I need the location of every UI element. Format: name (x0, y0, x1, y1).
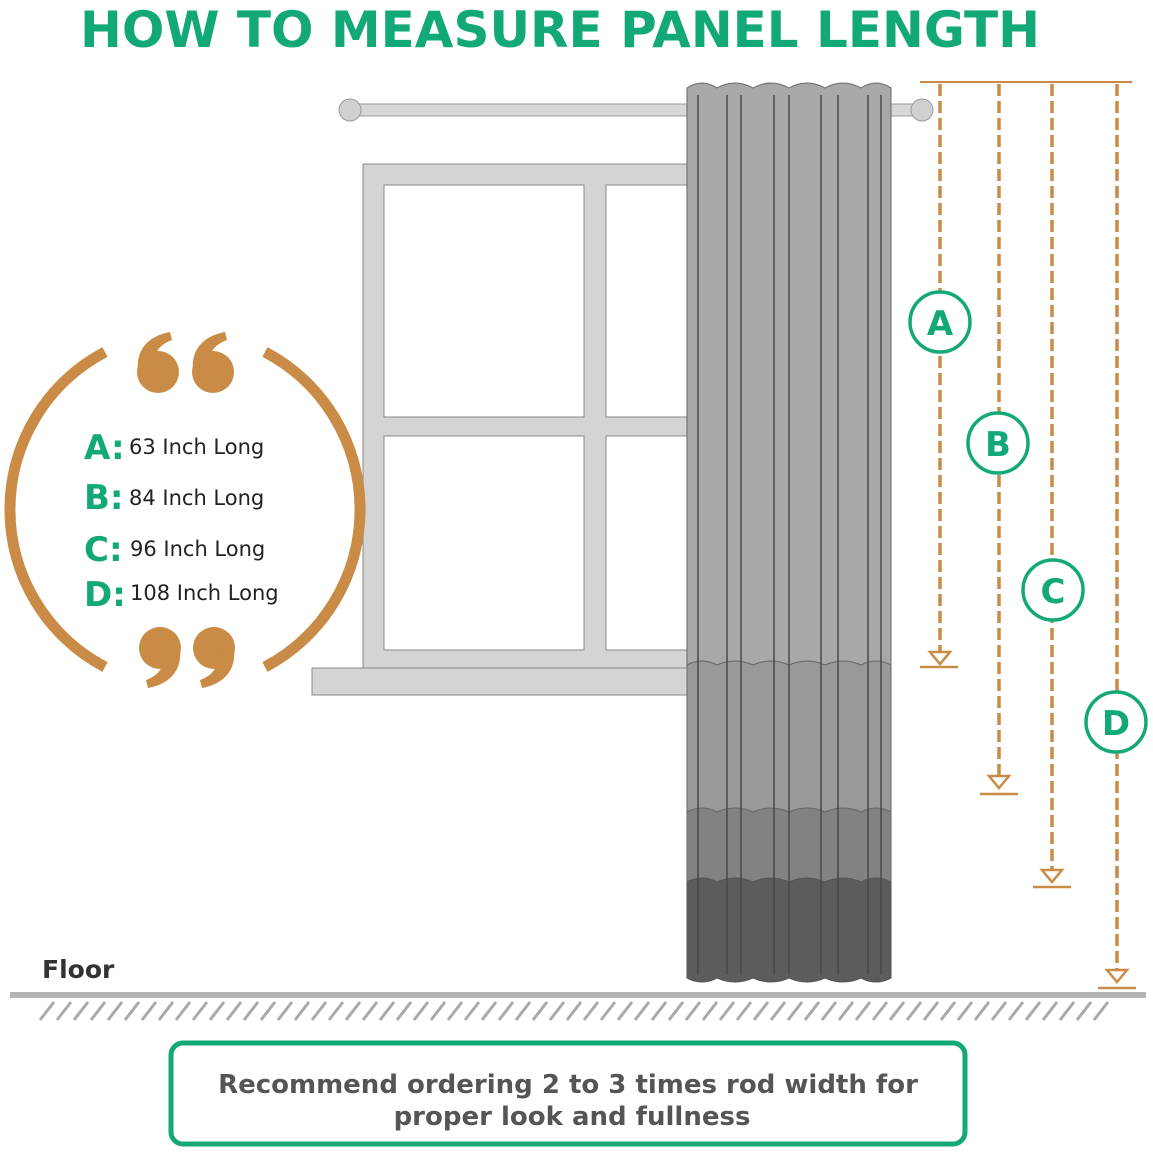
floor-hatch-mark (497, 1001, 515, 1021)
legend-key-a: A: (84, 428, 125, 468)
floor-hatch-mark (922, 1001, 940, 1021)
floor-hatch-mark (718, 1001, 736, 1021)
floor-hatch-mark (837, 1001, 855, 1021)
floor-hatch-mark (939, 1001, 957, 1021)
floor-hatch-mark (429, 1001, 447, 1021)
floor-hatch-mark (599, 1001, 617, 1021)
floor-hatch-mark (344, 1001, 362, 1021)
floor-hatch-mark (582, 1001, 600, 1021)
legend: A: 63 Inch Long B: 84 Inch Long C: 96 In… (4, 332, 366, 688)
floor-hatch-mark (72, 1001, 90, 1021)
legend-text-a: 63 Inch Long (129, 435, 264, 459)
floor-hatch-mark (905, 1001, 923, 1021)
floor-hatch-mark (446, 1001, 464, 1021)
floor-hatch-mark (1007, 1001, 1025, 1021)
floor-hatch-mark (565, 1001, 583, 1021)
legend-key-d: D: (84, 575, 126, 615)
legend-text-b: 84 Inch Long (129, 486, 264, 510)
note-line-1: Recommend ordering 2 to 3 times rod widt… (218, 1070, 918, 1100)
floor-label: Floor (42, 955, 115, 984)
floor-hatch-mark (157, 1001, 175, 1021)
measure-c: C (1021, 84, 1085, 889)
floor-hatch-mark (667, 1001, 685, 1021)
floor-hatch-mark (191, 1001, 209, 1021)
marker-a: A (927, 304, 954, 344)
floor-hatch-mark (548, 1001, 566, 1021)
floor-hatch-mark (650, 1001, 668, 1021)
legend-key-b: B: (84, 478, 124, 518)
floor-hatch-mark (140, 1001, 158, 1021)
floor-hatch-mark (38, 1001, 56, 1021)
floor-hatch-mark (531, 1001, 549, 1021)
window (311, 163, 697, 696)
marker-b: B (985, 425, 1011, 465)
floor-hatch-mark (276, 1001, 294, 1021)
floor-hatch-mark (973, 1001, 991, 1021)
floor-hatch-mark (327, 1001, 345, 1021)
legend-key-c: C: (84, 530, 123, 570)
floor-hatch-mark (174, 1001, 192, 1021)
floor-hatch-mark (378, 1001, 396, 1021)
recommendation-note: Recommend ordering 2 to 3 times rod widt… (168, 1040, 968, 1147)
floor-hatch-mark (956, 1001, 974, 1021)
floor-hatch-mark (242, 1001, 260, 1021)
close-quote-icon (139, 627, 235, 688)
floor-hatch-mark (820, 1001, 838, 1021)
floor-hatch-mark (463, 1001, 481, 1021)
floor-hatch-mark (1024, 1001, 1042, 1021)
floor-hatch-mark (990, 1001, 1008, 1021)
curtain-panel (686, 82, 892, 983)
floor-hatch-mark (854, 1001, 872, 1021)
floor-hatch-mark (55, 1001, 73, 1021)
floor-hatch-mark (871, 1001, 889, 1021)
floor-hatch-mark (752, 1001, 770, 1021)
floor-hatch-mark (89, 1001, 107, 1021)
floor-hatch-mark (616, 1001, 634, 1021)
floor-hatch-mark (123, 1001, 141, 1021)
window-sill (311, 667, 693, 696)
floor-hatch-mark (293, 1001, 311, 1021)
floor-hatch-mark (1041, 1001, 1059, 1021)
floor-hatch-mark (1058, 1001, 1076, 1021)
floor-hatch-mark (259, 1001, 277, 1021)
floor-hatch-mark (310, 1001, 328, 1021)
note-line-2: proper look and fullness (394, 1102, 751, 1132)
measure-b: B (966, 84, 1030, 796)
floor-hatch-mark (684, 1001, 702, 1021)
floor-hatch-mark (769, 1001, 787, 1021)
floor-hatch-mark (208, 1001, 226, 1021)
measure-d: D (1084, 84, 1148, 990)
floor-hatch-mark (395, 1001, 413, 1021)
floor-hatch-mark (1075, 1001, 1093, 1021)
floor-hatch-mark (735, 1001, 753, 1021)
measure-a: A (908, 84, 972, 669)
floor-hatch-mark (361, 1001, 379, 1021)
legend-text-c: 96 Inch Long (130, 537, 265, 561)
floor-hatch-mark (225, 1001, 243, 1021)
page-title: HOW TO MEASURE PANEL LENGTH (80, 1, 1040, 59)
marker-d: D (1102, 704, 1130, 744)
floor-hatch-mark (1092, 1001, 1110, 1021)
floor: Floor (10, 955, 1146, 1021)
floor-hatch-mark (412, 1001, 430, 1021)
floor-hatch-mark (106, 1001, 124, 1021)
floor-hatch-mark (514, 1001, 532, 1021)
floor-hatch-mark (480, 1001, 498, 1021)
open-quote-icon (137, 332, 234, 393)
floor-hatch-mark (803, 1001, 821, 1021)
floor-hatch-mark (888, 1001, 906, 1021)
floor-hatch-mark (701, 1001, 719, 1021)
legend-text-d: 108 Inch Long (130, 581, 279, 605)
marker-c: C (1041, 572, 1066, 612)
floor-hatch-mark (786, 1001, 804, 1021)
floor-hatch-mark (633, 1001, 651, 1021)
